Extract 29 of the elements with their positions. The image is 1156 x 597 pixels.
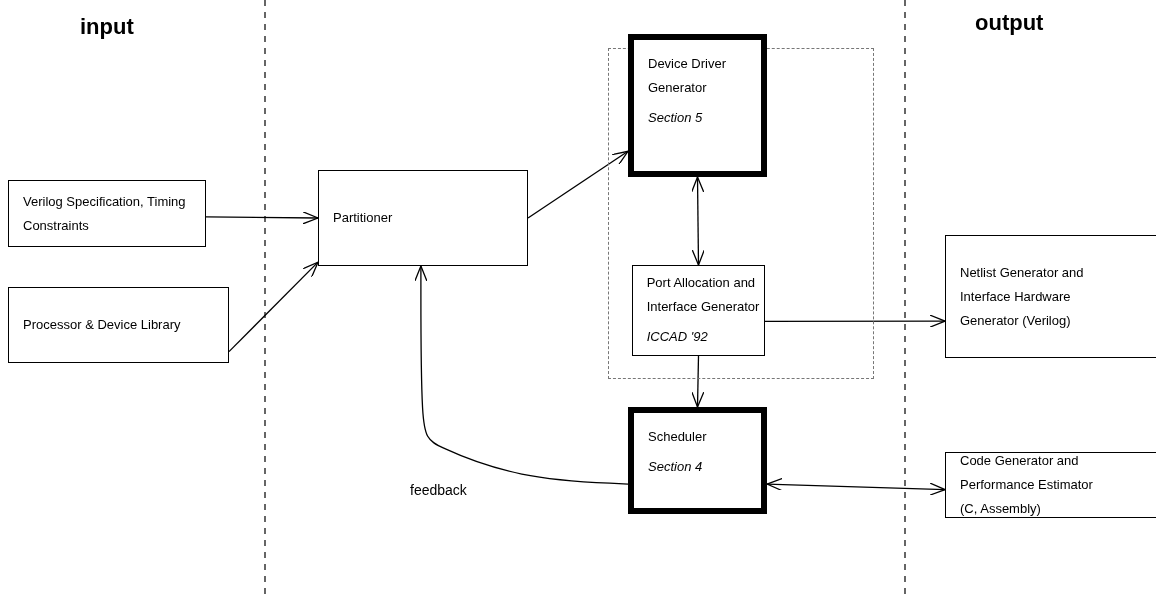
process-box — [631, 264, 765, 356]
box-label: Verilog Specification, Timing Constraints — [23, 192, 187, 235]
process-box — [628, 34, 767, 177]
box-label: Scheduler — [648, 428, 708, 446]
arrow — [205, 211, 319, 225]
box-label: Code Generator and Performance Estimator (C, Assembly) — [960, 452, 1094, 518]
process-box — [318, 170, 528, 266]
arrow — [764, 314, 946, 328]
reference-note: Section 4 — [648, 458, 704, 476]
arrow — [228, 261, 319, 353]
arrow — [527, 150, 629, 219]
arrow — [414, 265, 629, 485]
process-box — [8, 287, 229, 363]
arrow — [766, 477, 946, 496]
process-box — [8, 180, 206, 247]
process-box — [945, 452, 1156, 518]
column-heading: output — [975, 10, 1044, 36]
box-label: Device Driver Generator — [648, 55, 727, 97]
box-label: Partitioner — [333, 209, 394, 227]
box-label: Processor & Device Library — [23, 316, 182, 334]
process-box — [945, 235, 1156, 358]
arrow — [691, 176, 705, 266]
arrow — [691, 355, 705, 408]
reference-note: ICCAD '92 — [646, 328, 709, 347]
column-heading: input — [80, 14, 134, 40]
process-box — [628, 407, 767, 514]
reference-note: Section 5 — [648, 109, 704, 127]
box-label: Port Allocation and Interface Generator — [646, 274, 760, 317]
box-label: Netlist Generator and Interface Hardware Generator (Verilog) — [960, 263, 1085, 330]
